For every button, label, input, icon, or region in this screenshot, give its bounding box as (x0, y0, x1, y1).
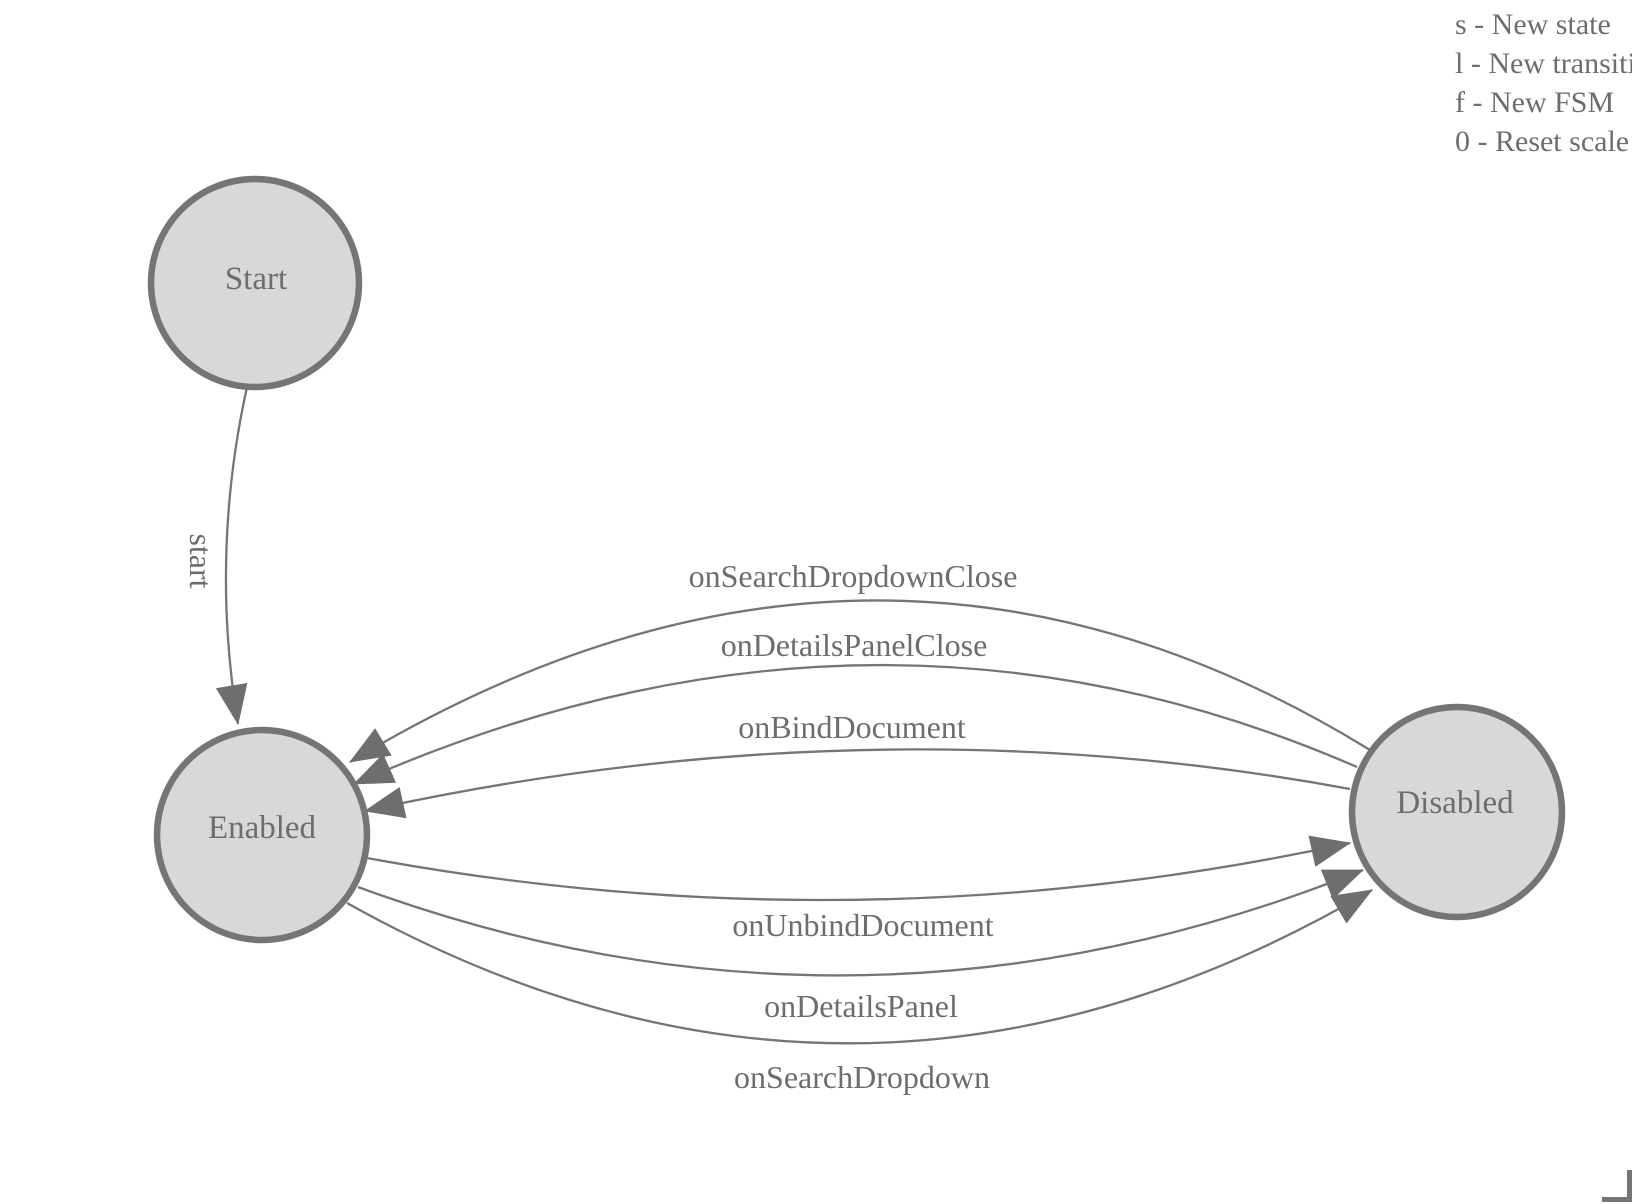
state-circle-start[interactable] (147, 175, 363, 391)
state-node-start: Start (147, 175, 363, 391)
help-line: f - New FSM (1455, 86, 1614, 119)
transition-start: start (183, 386, 249, 725)
state-label-disabled: Disabled (1396, 785, 1514, 821)
transition-onSearchDropdown-path[interactable] (346, 889, 1373, 1045)
state-circle-enabled[interactable] (153, 726, 371, 944)
transition-onSearchDropdownClose-path[interactable] (349, 599, 1371, 763)
help-panel: s - New state l - New transition f - New… (1455, 8, 1632, 158)
transition-onDetailsPanel: onDetailsPanel (357, 868, 1364, 1024)
transition-start-path[interactable] (215, 386, 249, 725)
canvas-corner-bracket (1602, 1170, 1632, 1202)
transition-onSearchDropdownClose: onSearchDropdownClose (349, 558, 1371, 763)
state-node-enabled: Enabled (153, 726, 371, 944)
transition-onDetailsPanelClose-path[interactable] (353, 663, 1358, 786)
state-label-enabled: Enabled (208, 810, 317, 846)
transition-onDetailsPanelClose-label: onDetailsPanelClose (721, 627, 988, 663)
transition-onUnbindDocument-label: onUnbindDocument (732, 907, 993, 943)
transition-onUnbindDocument: onUnbindDocument (366, 835, 1351, 943)
transition-onSearchDropdown: onSearchDropdown (346, 889, 1373, 1095)
transition-onSearchDropdownClose-label: onSearchDropdownClose (689, 558, 1018, 594)
transition-onUnbindDocument-path[interactable] (366, 835, 1351, 902)
state-node-disabled: Disabled (1348, 703, 1566, 921)
transition-onSearchDropdown-label: onSearchDropdown (734, 1059, 990, 1095)
state-label-start: Start (225, 261, 287, 297)
transition-onBindDocument: onBindDocument (364, 709, 1351, 819)
transition-start-label: start (183, 533, 219, 588)
help-line: 0 - Reset scale (1455, 125, 1629, 158)
transition-onDetailsPanelClose: onDetailsPanelClose (353, 627, 1358, 786)
state-circle-disabled[interactable] (1348, 703, 1566, 921)
transition-onBindDocument-path[interactable] (364, 748, 1351, 819)
help-line: l - New transition (1455, 47, 1632, 80)
transition-onDetailsPanel-label: onDetailsPanel (764, 988, 958, 1024)
transition-onDetailsPanel-path[interactable] (357, 868, 1364, 977)
help-line: s - New state (1455, 8, 1611, 41)
transition-onBindDocument-label: onBindDocument (738, 709, 966, 745)
